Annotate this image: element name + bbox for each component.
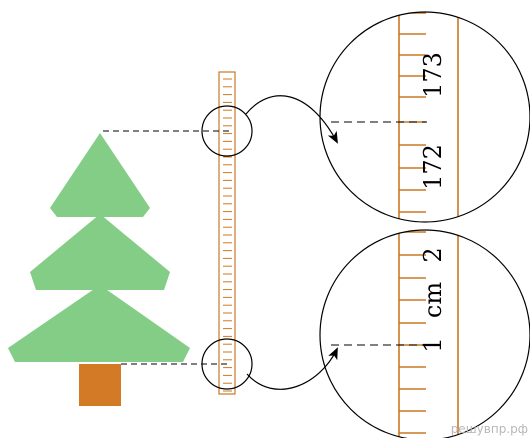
fir-tree-icon <box>8 133 190 406</box>
tree-tier-middle <box>30 214 170 290</box>
tree-trunk <box>79 364 121 406</box>
magnifier-circle-icon-bottom <box>201 338 253 390</box>
zoom-circle-bottom: 2 cm 1 <box>319 229 530 438</box>
ruler-icon <box>218 71 236 395</box>
zoom-circle-top: 173 172 <box>319 11 530 223</box>
curved-arrow-icon-top <box>245 95 338 144</box>
curved-arrow-icon-bottom <box>246 347 338 390</box>
label-1: 1 <box>419 337 447 352</box>
label-172: 172 <box>419 144 447 190</box>
label-cm: cm <box>419 282 447 318</box>
label-2: 2 <box>419 247 447 262</box>
label-173: 173 <box>419 52 447 98</box>
tree-tier-top <box>50 133 150 217</box>
tree-tier-bottom <box>8 285 190 362</box>
watermark: решувпр.рф <box>450 422 528 436</box>
magnifier-circle-icon-top <box>201 105 253 157</box>
